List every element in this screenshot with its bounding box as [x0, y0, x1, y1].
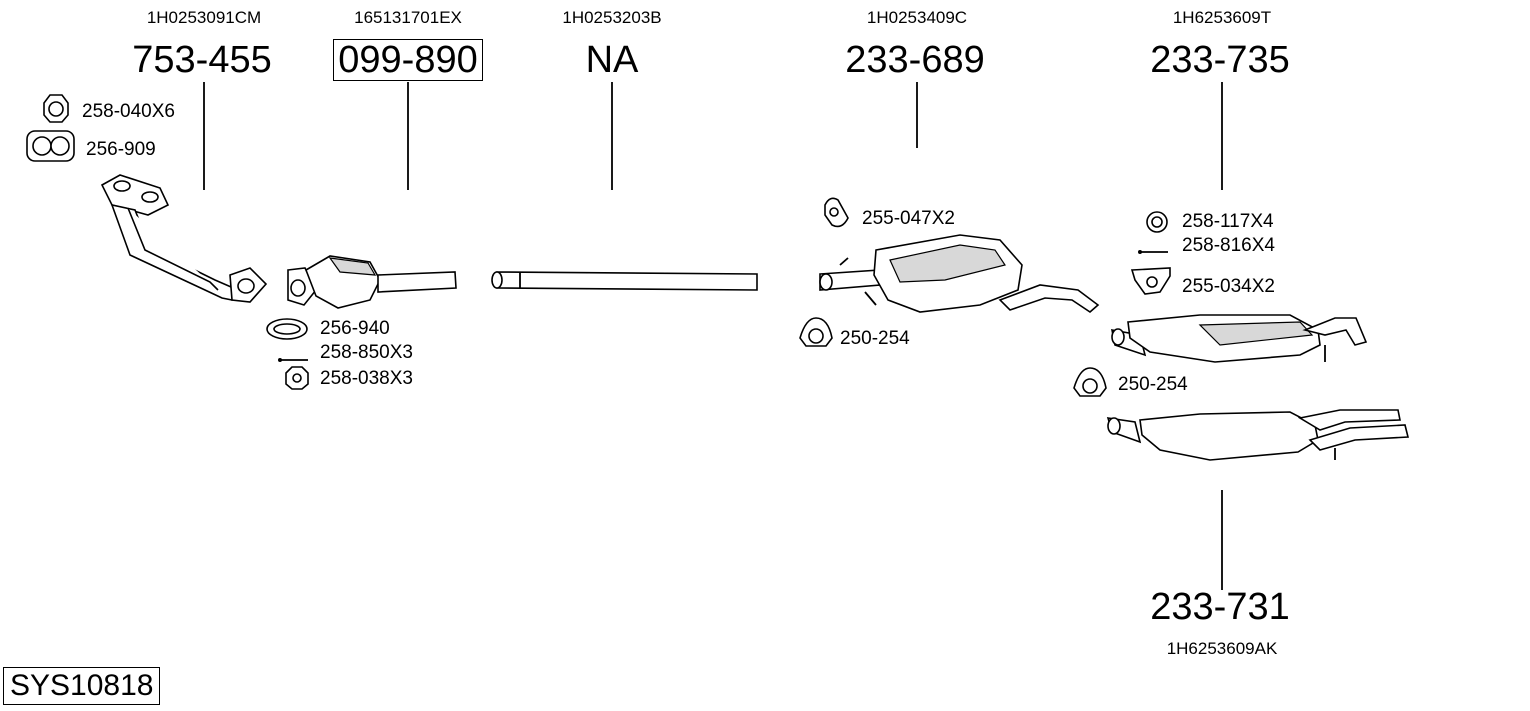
- part-number-4[interactable]: 233-689: [845, 39, 985, 81]
- intermediate-pipe-part: [491, 271, 758, 291]
- accessory-label-flange-nut[interactable]: 258-038X3: [320, 368, 413, 389]
- oe-number-3: 1H0253203B: [562, 8, 662, 27]
- accessory-label-screw[interactable]: 258-816X4: [1182, 235, 1275, 256]
- oe-number-4: 1H0253409C: [866, 8, 968, 27]
- accessory-label-rubber-hanger[interactable]: 255-034X2: [1182, 276, 1275, 297]
- nut-icon: [43, 94, 69, 123]
- rear-muffler-part: [1110, 314, 1368, 363]
- rubber-hanger-icon: [1130, 267, 1171, 295]
- front-pipe-part: [100, 174, 268, 303]
- clamp-2-icon: [1073, 367, 1107, 397]
- gasket-icon: [26, 130, 75, 162]
- oe-number-6: 1H6253609AK: [1166, 639, 1278, 658]
- rubber-ring-icon: [1146, 211, 1168, 233]
- accessory-label-bolt[interactable]: 258-850X3: [320, 342, 413, 363]
- part-number-2-wrap: 099-890: [298, 39, 518, 81]
- tail-muffler-part: [1106, 409, 1410, 461]
- hanger-icon: [824, 197, 849, 228]
- accessory-label-ring-gasket[interactable]: 256-940: [320, 318, 390, 339]
- accessory-label-rubber-ring[interactable]: 258-117X4: [1182, 211, 1274, 232]
- screw-icon: [1138, 250, 1168, 254]
- part-number-1[interactable]: 753-455: [132, 39, 272, 81]
- accessory-label-nut[interactable]: 258-040X6: [82, 101, 175, 122]
- catalytic-converter-part: [287, 255, 457, 309]
- system-code: SYS10818: [3, 667, 161, 705]
- accessory-label-gasket[interactable]: 256-909: [86, 139, 156, 160]
- leader-lines: [203, 82, 1223, 590]
- flange-nut-icon: [285, 366, 309, 390]
- bolt-icon: [278, 358, 308, 362]
- center-muffler-part: [819, 234, 1100, 314]
- accessory-label-clamp[interactable]: 250-254: [840, 328, 910, 349]
- part-number-2[interactable]: 099-890: [333, 39, 483, 81]
- oe-number-1: 1H0253091CM: [146, 8, 262, 27]
- part-number-6[interactable]: 233-731: [1150, 586, 1290, 628]
- part-number-5[interactable]: 233-735: [1150, 39, 1290, 81]
- oe-number-2: 165131701EX: [354, 8, 462, 27]
- part-number-3[interactable]: NA: [585, 39, 639, 81]
- accessory-label-clamp-2[interactable]: 250-254: [1118, 374, 1188, 395]
- ring-gasket-icon: [266, 318, 308, 340]
- accessory-label-hanger[interactable]: 255-047X2: [862, 208, 955, 229]
- clamp-icon: [799, 317, 833, 347]
- oe-number-5: 1H6253609T: [1172, 8, 1272, 27]
